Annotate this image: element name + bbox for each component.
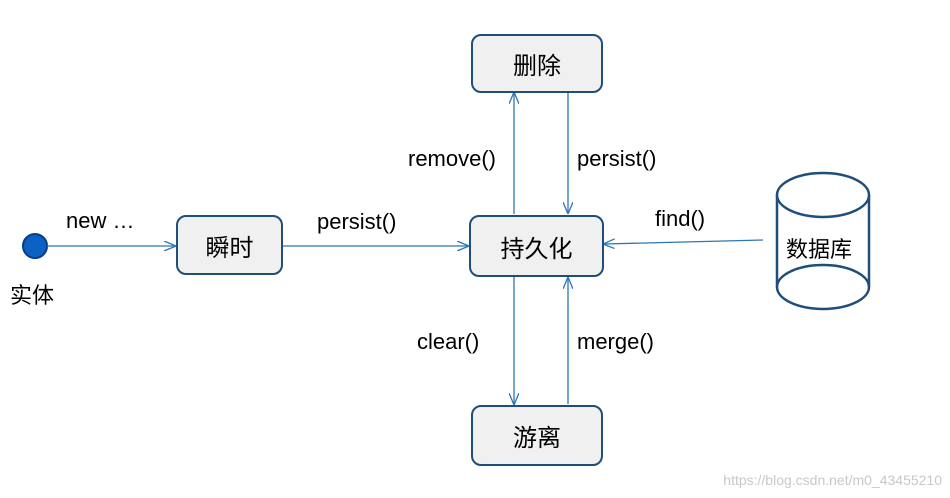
label-find: find() <box>655 206 706 231</box>
state-persistent: 持久化 <box>469 215 604 277</box>
state-transient: 瞬时 <box>176 215 283 275</box>
arrow-find <box>604 240 764 244</box>
label-clear: clear() <box>417 329 480 354</box>
entity-label: 实体 <box>10 284 55 309</box>
watermark: https://blog.csdn.net/m0_43455210 <box>723 472 942 488</box>
label-persist-delete: persist() <box>577 146 657 171</box>
label-remove: remove() <box>408 146 497 171</box>
label-merge: merge() <box>577 329 655 354</box>
database-label: 数据库 <box>786 238 853 263</box>
state-detached: 游离 <box>471 405 603 466</box>
state-delete: 删除 <box>471 34 603 93</box>
database-cylinder-icon <box>775 171 871 311</box>
label-persist-transient: persist() <box>317 209 397 234</box>
label-new: new … <box>66 208 135 233</box>
entity-dot <box>22 233 48 259</box>
